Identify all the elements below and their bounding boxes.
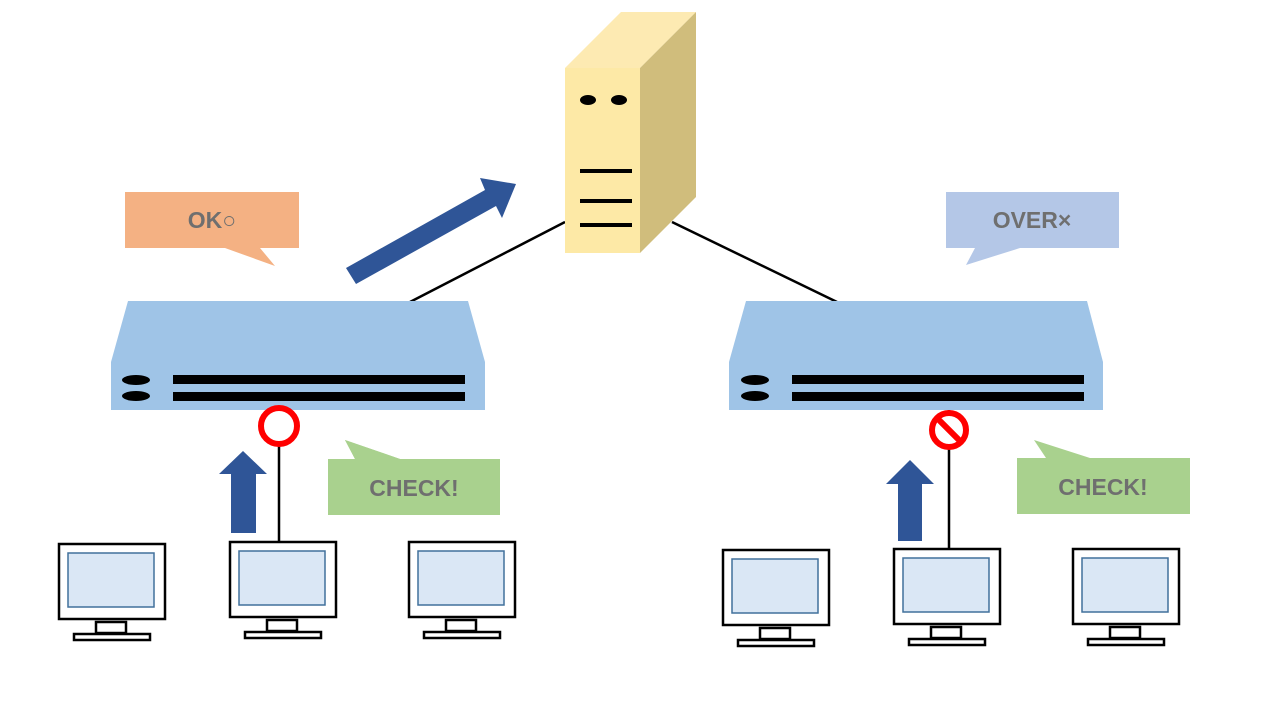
prohibited-icon [929,410,969,450]
server-front-face [565,68,640,253]
desktop-monitor-icon [228,540,338,640]
left-check-speech-bubble: CHECK! [328,440,500,515]
ok-speech-bubble: OK○ [125,192,299,266]
switch-led [741,391,769,401]
switch-led [122,391,150,401]
server-tower-icon [565,12,696,253]
desktop-monitor-icon [721,548,831,648]
server-led [611,95,627,105]
over-speech-bubble: OVER× [946,192,1119,265]
circle-ok-icon [258,405,300,447]
switch-port-bar [173,375,465,384]
desktop-monitor-icon [57,542,167,642]
server-drive-slot [580,169,632,173]
right-check-speech-bubble: CHECK! [1017,440,1190,514]
left-up-arrow-icon [219,451,267,533]
right-check-label: CHECK! [1058,474,1147,500]
desktop-monitor-icon [1071,547,1181,647]
switch-port-bar [173,392,465,401]
link-server-left-switch [409,220,566,304]
switch-led [122,375,150,385]
over-status-label: OVER× [993,207,1072,233]
link-server-right-switch [671,220,838,304]
ok-status-label: OK○ [188,207,236,233]
switch-led [741,375,769,385]
right-up-arrow-icon [886,460,934,541]
left-check-label: CHECK! [369,475,458,501]
upload-arrow-icon [346,178,516,284]
right-network-switch [729,301,1103,410]
server-side-face [640,12,696,253]
server-led [580,95,596,105]
desktop-monitor-icon [892,547,1002,647]
desktop-monitor-icon [407,540,517,640]
switch-port-bar [792,375,1084,384]
server-drive-slot [580,199,632,203]
server-drive-slot [580,223,632,227]
left-network-switch [111,301,485,410]
switch-port-bar [792,392,1084,401]
server-top-face [565,12,696,68]
